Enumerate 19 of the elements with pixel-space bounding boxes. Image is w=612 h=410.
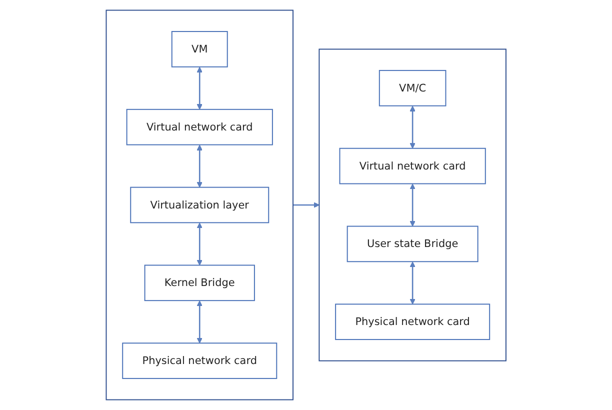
arrow [196,300,202,344]
node-box: Virtual network card [339,148,486,184]
arrow [410,262,416,304]
node-box: Kernel Bridge [144,264,255,302]
arrow [196,222,202,266]
node-box: VM/C [378,70,446,106]
node-box: Physical network card [122,342,278,379]
cluster [318,48,506,362]
node-box: Virtual network card [126,108,273,146]
arrow [196,66,202,110]
cluster [106,10,294,400]
node-box: Virtualization layer [130,186,269,224]
arrow [292,202,320,208]
node-box: VM [171,31,228,68]
node-box: Physical network card [334,304,490,340]
arrow [410,106,416,149]
arrow [196,144,202,188]
arrow [410,184,416,227]
node-box: User state Bridge [346,226,478,262]
